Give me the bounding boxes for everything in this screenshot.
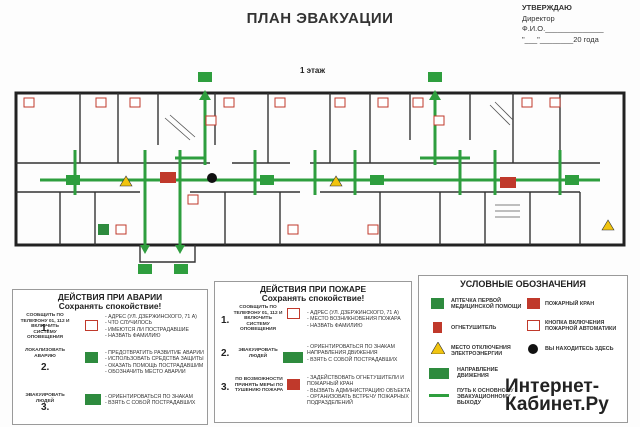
exit-signs — [66, 72, 579, 274]
exit-icon — [283, 352, 303, 363]
exit-icon — [85, 394, 101, 405]
first-aid-icon — [98, 224, 109, 235]
approval-block: УТВЕРЖДАЮ Директор Ф.И.О.______________ … — [522, 3, 604, 45]
approve-label: УТВЕРЖДАЮ — [522, 3, 572, 12]
route-arrowheads — [140, 90, 441, 254]
fire-hydrant-icon — [527, 298, 540, 309]
fire-hydrant-markers — [160, 172, 516, 188]
approve-name: Ф.И.О.______________ — [522, 24, 604, 33]
approve-date: "___"________20 года — [522, 34, 599, 44]
legend-you-are-here: ВЫ НАХОДИТЕСЬ ЗДЕСЬ — [545, 346, 614, 352]
legend-power-off: МЕСТО ОТКЛЮЧЕНИЯ ЭЛЕКТРОЭНЕРГИИ — [451, 345, 511, 357]
legend-first-aid: АПТЕЧКА ПЕРВОЙ МЕДИЦИНСКОЙ ПОМОЩИ — [451, 298, 522, 310]
floor-plan — [14, 72, 626, 274]
fire-step1-list: - АДРЕС (УЛ. ДЗЕРЖИНСКОГО, 71 А) - МЕСТО… — [307, 310, 401, 329]
first-aid-icon — [431, 298, 444, 309]
accident-panel-title: ДЕЙСТВИЯ ПРИ АВАРИИ Сохранять спокойстви… — [57, 292, 163, 311]
legend-extinguisher: ОГНЕТУШИТЕЛЬ — [451, 325, 497, 331]
route-line-icon — [429, 394, 449, 397]
accident-actions-panel: ДЕЙСТВИЯ ПРИ АВАРИИ Сохранять спокойстви… — [12, 289, 208, 425]
evacuation-routes — [40, 100, 600, 245]
accident-step2-number: 2. — [41, 362, 50, 373]
power-off-icon — [431, 342, 445, 354]
fire-actions-panel: ДЕЙСТВИЯ ПРИ ПОЖАРЕ Сохранять спокойстви… — [214, 281, 412, 423]
fire-equipment-icons — [23, 97, 561, 235]
accident-step2-list: - ПРЕДОТВРАТИТЬ РАЗВИТИЕ АВАРИИ - ИСПОЛЬ… — [105, 350, 204, 375]
fire-step2-label: ЭВАКУИРОВАТЬ ЛЮДЕЙ — [238, 348, 278, 359]
outer-walls — [14, 91, 626, 247]
first-aid-icon — [85, 352, 98, 363]
accident-step2-label: ЛОКАЛИЗОВАТЬ АВАРИЮ — [25, 348, 65, 359]
accident-step3-label: ЭВАКУИРОВАТЬ ЛЮДЕЙ — [25, 393, 65, 404]
legend-direction: НАПРАВЛЕНИЕ ДВИЖЕНИЯ — [457, 367, 499, 379]
fire-panel-title: ДЕЙСТВИЯ ПРИ ПОЖАРЕ Сохранять спокойстви… — [259, 284, 367, 303]
fire-step3-label: ПО ВОЗМОЖНОСТИ ПРИНЯТЬ МЕРЫ ПО ТУШЕНИЮ П… — [234, 377, 284, 394]
page-title: ПЛАН ЭВАКУАЦИИ — [246, 10, 394, 27]
fire-step1-label: СООБЩИТЬ ПО ТЕЛЕФОНУ 01, 112 И ВКЛЮЧИТЬ … — [233, 305, 283, 333]
accident-step1-list: - АДРЕС (УЛ. ДЗЕРЖИНСКОГО, 71 А) - ЧТО С… — [105, 314, 197, 339]
accident-step1-label: СООБЩИТЬ ПО ТЕЛЕФОНУ 01, 112 И ВКЛЮЧИТЬ … — [20, 313, 70, 341]
accident-step1-number: 1. — [41, 323, 50, 334]
legend-fire-hydrant: ПОЖАРНЫЙ КРАН — [545, 301, 595, 307]
you-are-here-icon — [528, 344, 538, 354]
legend-title: УСЛОВНЫЕ ОБОЗНАЧЕНИЯ — [460, 279, 586, 289]
legend-route: ПУТЬ К ОСНОВНОМУ ЭВАКУАЦИОННОМУ ВЫХОДУ — [457, 388, 514, 406]
approve-role: Директор — [522, 13, 555, 23]
room-walls — [16, 93, 600, 263]
extinguisher-icon — [433, 322, 442, 333]
warning-signs — [119, 175, 615, 231]
phone-icon — [85, 320, 98, 331]
floor-label: 1 этаж — [300, 66, 326, 75]
fire-step2-number: 2. — [221, 348, 230, 359]
fire-step2-list: - ОРИЕНТИРОВАТЬСЯ ПО ЗНАКАМ НАПРАВЛЕНИЯ … — [307, 344, 398, 363]
phone-icon — [287, 308, 300, 319]
direction-arrow-icon — [429, 368, 449, 379]
stairs — [164, 101, 520, 218]
fire-step3-list: - ЗАДЕЙСТВОВАТЬ ОГНЕТУШИТЕЛИ И ПОЖАРНЫЙ … — [307, 375, 411, 407]
watermark: Интернет- Кабинет.Ру — [505, 376, 609, 415]
legend-panel: УСЛОВНЫЕ ОБОЗНАЧЕНИЯ АПТЕЧКА ПЕРВОЙ МЕДИ… — [418, 275, 628, 423]
legend-alarm-button: КНОПКА ВКЛЮЧЕНИЯ ПОЖАРНОЙ АВТОМАТИКИ — [545, 320, 617, 332]
you-are-here-icon — [207, 173, 217, 183]
extinguisher-icon — [287, 379, 300, 390]
accident-step3-number: 3. — [41, 402, 50, 413]
accident-step3-list: - ОРИЕНТИРОВАТЬСЯ ПО ЗНАКАМ - ВЗЯТЬ С СО… — [105, 394, 196, 407]
alarm-button-icon — [527, 320, 540, 331]
fire-step1-number: 1. — [221, 315, 230, 326]
fire-step3-number: 3. — [221, 382, 230, 393]
